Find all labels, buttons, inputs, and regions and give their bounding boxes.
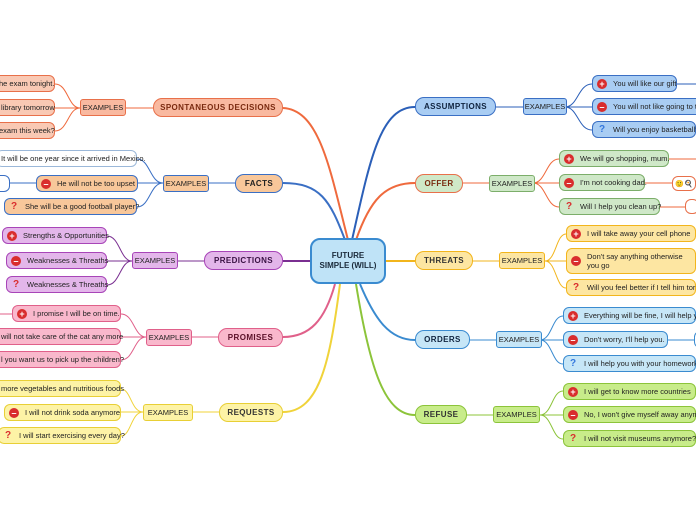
question-icon: ? <box>569 357 577 369</box>
examples-orders[interactable]: EXAMPLES <box>496 331 542 348</box>
branch-promises[interactable]: PROMISES <box>218 328 283 347</box>
leaf-facts-2[interactable]: – He will not be too upset <box>36 175 138 192</box>
leaf-orders-2[interactable]: – Don't worry, I'll help you. <box>563 331 668 348</box>
leaf-spontaneous-2[interactable]: library tomorrow <box>0 99 55 116</box>
plus-icon: + <box>17 308 27 319</box>
question-icon: ? <box>10 200 18 212</box>
leaf-threats-1[interactable]: + I will take away your cell phone <box>566 225 696 242</box>
branch-assumptions[interactable]: ASSUMPTIONS <box>415 97 496 116</box>
question-icon: ? <box>569 432 577 444</box>
leaf-orders-1[interactable]: + Everything will be fine, I will help y <box>563 307 696 324</box>
minus-icon: – <box>571 256 581 266</box>
branch-threats[interactable]: THREATS <box>415 251 473 270</box>
minus-icon: – <box>11 255 21 266</box>
leaf-threats-3[interactable]: ? Will you feel better if I tell him tor <box>566 279 696 296</box>
leaf-requests-2[interactable]: – I will not drink soda anymore <box>4 404 121 421</box>
plus-icon: + <box>568 310 578 321</box>
minus-icon: – <box>564 177 574 188</box>
leaf-facts-1[interactable]: It will be one year since it arrived in … <box>0 150 146 167</box>
leaf-facts-3[interactable]: ? She will be a good football player? <box>4 198 139 215</box>
examples-spontaneous[interactable]: EXAMPLES <box>80 99 126 116</box>
branch-spontaneous-decisions[interactable]: SPONTANEOUS DECISIONS <box>153 98 283 117</box>
leaf-refuse-1[interactable]: + I will get to know more countries <box>563 383 696 400</box>
plus-icon: + <box>568 386 578 397</box>
people-icon: 🙂🍳 <box>675 180 693 188</box>
examples-promises[interactable]: EXAMPLES <box>146 329 192 346</box>
leaf-orders-3[interactable]: ? I will help you with your homework <box>563 355 696 372</box>
leaf-spontaneous-1[interactable]: he exam tonight. <box>0 75 55 92</box>
leaf-refuse-2[interactable]: – No, I won't give myself away anymo <box>563 406 696 423</box>
leaf-assumptions-2[interactable]: – You will not like going to th <box>592 98 696 115</box>
minus-icon: – <box>41 178 51 189</box>
branch-requests[interactable]: REQUESTS <box>219 403 283 422</box>
examples-refuse[interactable]: EXAMPLES <box>493 406 540 423</box>
leaf-offer-2[interactable]: – I'm not cooking dad. <box>559 174 647 191</box>
leaf-threats-2[interactable]: – Don't say anything otherwise you go <box>566 248 696 274</box>
branch-facts[interactable]: FACTS <box>235 174 283 193</box>
question-icon: ? <box>598 123 606 135</box>
facts-subnode[interactable] <box>0 175 10 192</box>
branch-offer[interactable]: OFFER <box>415 174 463 193</box>
leaf-offer-1[interactable]: + We will go shopping, mum. <box>559 150 669 167</box>
question-icon: ? <box>572 281 580 293</box>
examples-assumptions[interactable]: EXAMPLES <box>523 98 567 115</box>
leaf-offer-3[interactable]: ? Will I help you clean up? <box>559 198 661 215</box>
central-topic[interactable]: FUTURE SIMPLE (WILL) <box>310 238 386 284</box>
leaf-promises-3[interactable]: l you want us to pick up the children? <box>0 351 124 368</box>
branch-refuse[interactable]: REFUSE <box>415 405 467 424</box>
leaf-predictions-1[interactable]: + Strengths & Opportunities <box>2 227 109 244</box>
offer-subnode-3[interactable] <box>685 199 696 214</box>
leaf-promises-1[interactable]: + I promise I will be on time. <box>12 305 121 322</box>
leaf-promises-2[interactable]: will not take care of the cat any more <box>0 328 123 345</box>
central-topic-label: FUTURE SIMPLE (WILL) <box>319 251 377 270</box>
examples-threats[interactable]: EXAMPLES <box>499 252 545 269</box>
leaf-predictions-3[interactable]: ? Weaknesses & Threaths <box>6 276 108 293</box>
question-icon: ? <box>565 200 573 212</box>
leaf-spontaneous-3[interactable]: exam this week? <box>0 122 55 139</box>
plus-icon: + <box>597 78 607 89</box>
question-icon: ? <box>12 278 20 290</box>
minus-icon: – <box>597 101 607 112</box>
minus-icon: – <box>568 334 578 345</box>
leaf-requests-1[interactable]: more vegetables and nutritious foods <box>0 380 124 397</box>
branch-predictions[interactable]: PREDICTIONS <box>204 251 283 270</box>
leaf-refuse-3[interactable]: ? I will not visit museums anymore? <box>563 430 696 447</box>
examples-requests[interactable]: EXAMPLES <box>143 404 193 421</box>
plus-icon: + <box>7 230 17 241</box>
examples-offer[interactable]: EXAMPLES <box>489 175 535 192</box>
examples-predictions[interactable]: EXAMPLES <box>132 252 178 269</box>
minus-icon: – <box>568 409 578 420</box>
examples-facts[interactable]: EXAMPLES <box>163 175 209 192</box>
leaf-predictions-2[interactable]: – Weaknesses & Threaths <box>6 252 108 269</box>
leaf-assumptions-1[interactable]: + You will like our gift <box>592 75 677 92</box>
plus-icon: + <box>564 153 574 164</box>
question-icon: ? <box>4 429 12 441</box>
plus-icon: + <box>571 228 581 239</box>
branch-orders[interactable]: ORDERS <box>415 330 470 349</box>
leaf-assumptions-3[interactable]: ? Will you enjoy basketball? <box>592 121 696 138</box>
minus-icon: – <box>9 407 19 418</box>
leaf-requests-3[interactable]: ? I will start exercising every day? <box>0 427 125 444</box>
